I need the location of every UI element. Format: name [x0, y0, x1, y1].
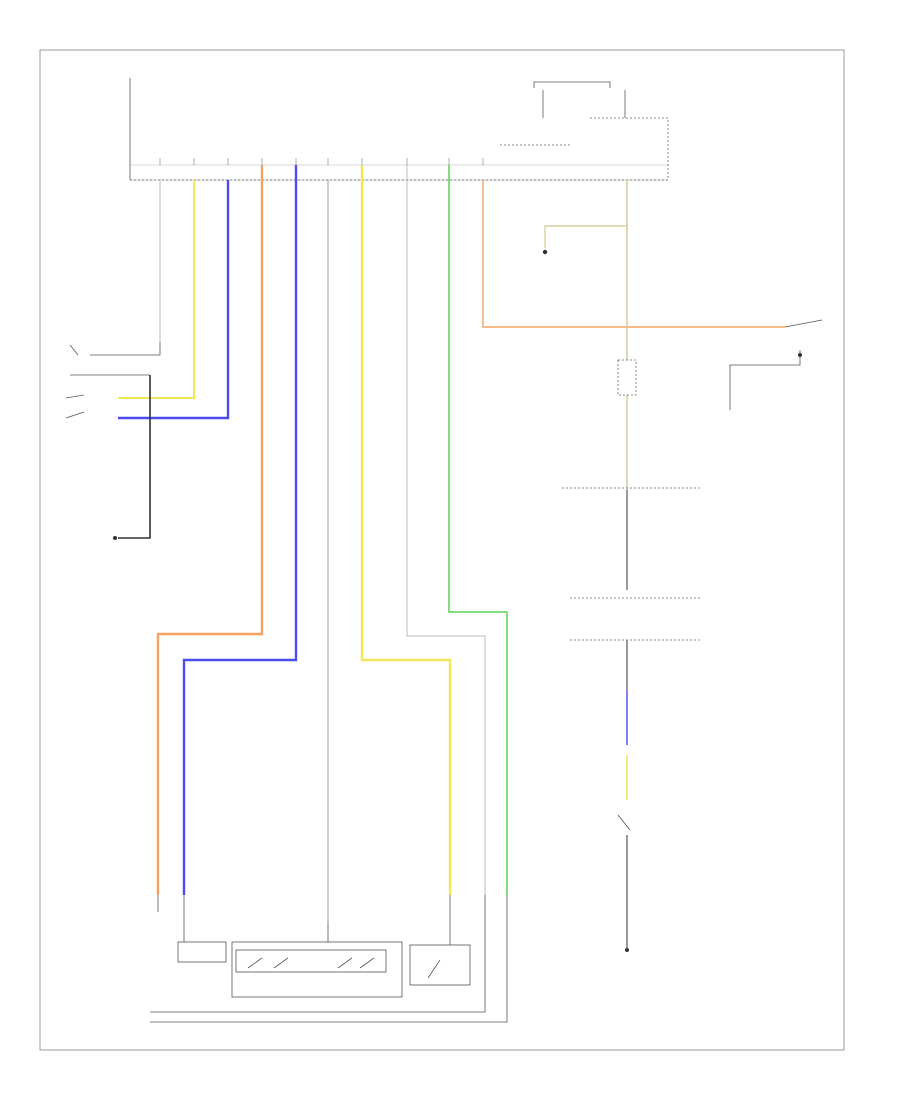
- wire-gray-2: [406, 165, 486, 895]
- wire-orange: [156, 165, 264, 895]
- wire-blue-branch: [118, 180, 230, 420]
- wire-yellow-left: [118, 180, 195, 399]
- wire-orange-right: [482, 180, 785, 328]
- right-components: [562, 319, 823, 952]
- wire-black-left: [118, 375, 151, 539]
- wire-ground-branch: [544, 225, 627, 248]
- ignition-fuse-block: [500, 81, 669, 180]
- wire-blue: [182, 165, 298, 895]
- top-connector: [129, 78, 668, 181]
- wire-yellow-center: [360, 165, 452, 895]
- top-pin-ticks: [159, 158, 484, 165]
- wire-green: [448, 165, 508, 895]
- diagram-frame: [39, 49, 845, 1051]
- bottom-switch-assy: [150, 895, 508, 1023]
- ground-center-dot: [542, 249, 548, 255]
- left-switch-assy: [65, 342, 161, 540]
